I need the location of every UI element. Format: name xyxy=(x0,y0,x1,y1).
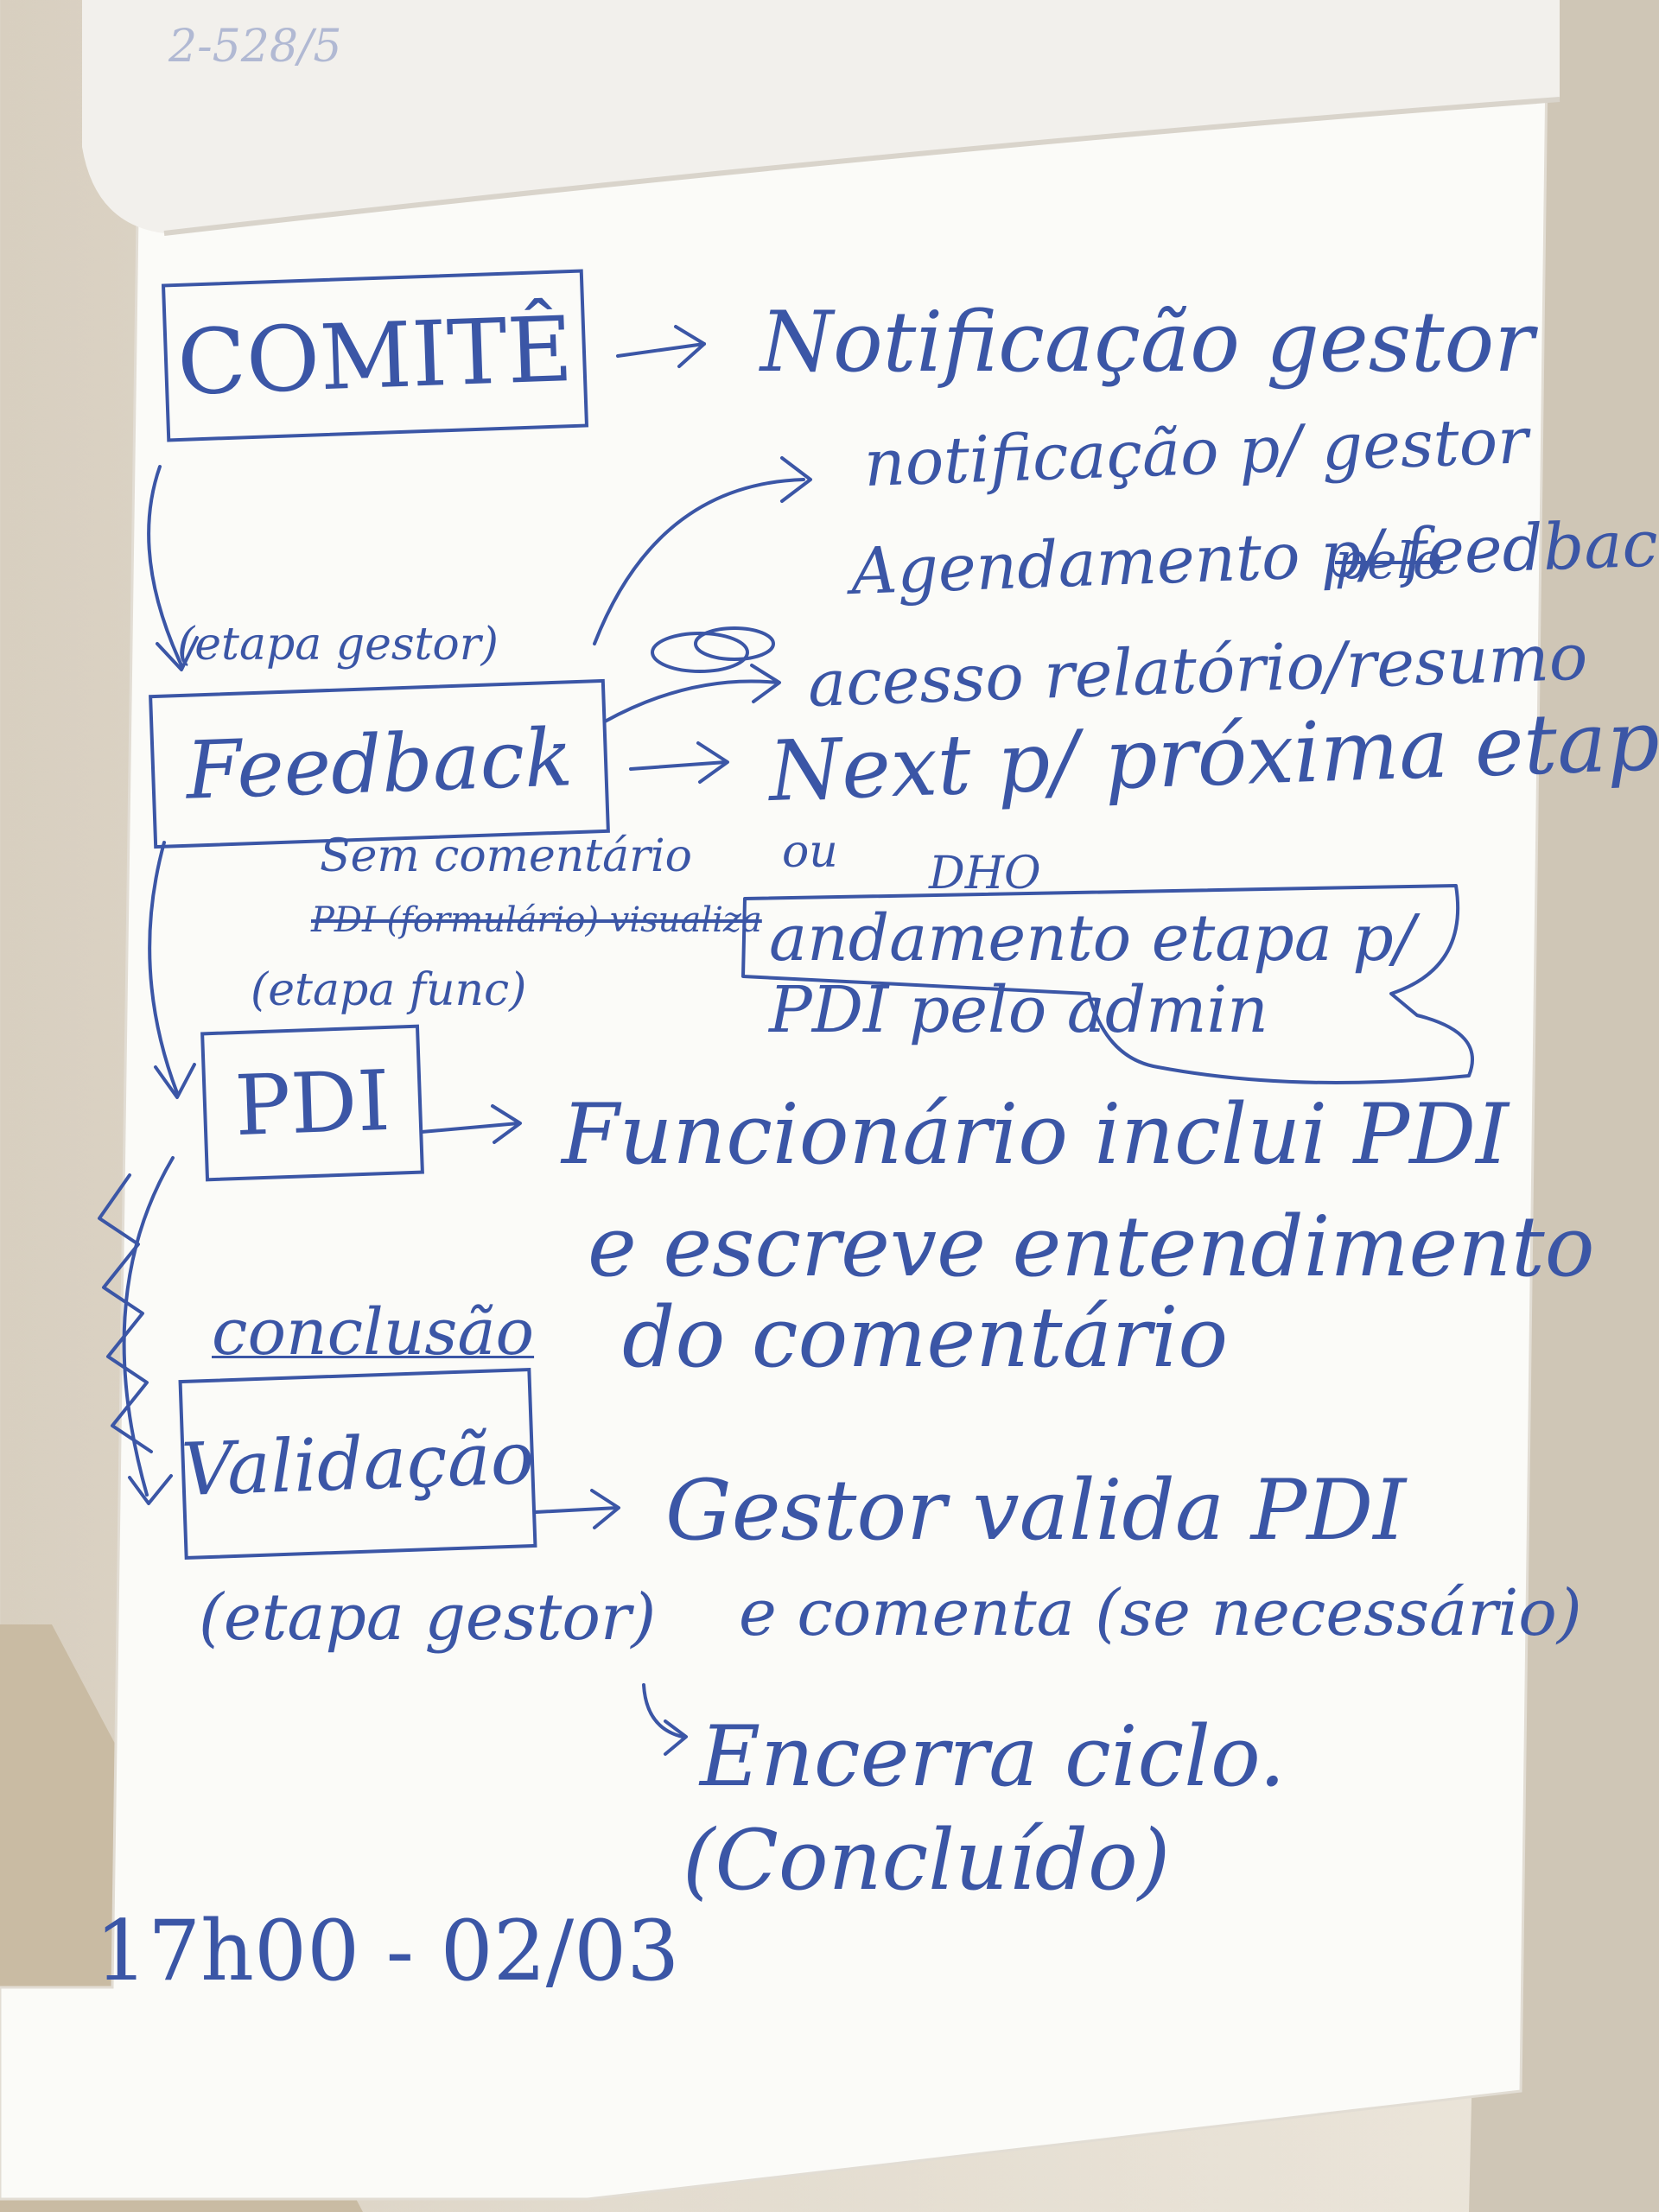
pdi-description-line-3: do comentário xyxy=(622,1289,1229,1386)
pdi-validation-zigzag xyxy=(98,1173,153,1453)
feedback-to-pdi-line xyxy=(148,841,179,1095)
pad-roll-edge xyxy=(163,97,1560,236)
validation-arrow xyxy=(534,1506,620,1514)
validation-arrowhead xyxy=(590,1489,620,1529)
validation-conclusion-note: conclusão xyxy=(212,1295,535,1370)
close-cycle-arrow xyxy=(642,1683,684,1738)
feedback-curve-1-head xyxy=(780,456,812,503)
feedback-struck-note: PDI (formulário) visualiza xyxy=(311,900,762,940)
feedback-box: Feedback xyxy=(149,678,610,849)
feedback-loop-scribble-2 xyxy=(694,626,775,661)
validation-description-line-1: Gestor valida PDI xyxy=(665,1462,1407,1559)
feedback-arrow xyxy=(629,760,728,771)
pdi-arrow xyxy=(420,1122,520,1134)
alternative-box-outline xyxy=(741,884,1474,1084)
top-scribble: 2-528/5 xyxy=(168,21,342,73)
feedback-struck-word: pelo xyxy=(1335,531,1443,590)
pdi-stage-note: (etapa func) xyxy=(251,964,527,1016)
paper-sheet xyxy=(0,67,1548,2201)
feedback-dho: DHO xyxy=(929,848,1041,899)
closing-line-2: (Concluído) xyxy=(683,1812,1171,1909)
closing-line-1: Encerra ciclo. xyxy=(700,1708,1286,1805)
pdi-description-line-1: Funcionário inclui PDI xyxy=(562,1086,1510,1183)
validation-stage-note: (etapa gestor) xyxy=(199,1580,657,1655)
comite-to-feedback-arrowhead xyxy=(156,636,199,671)
comite-to-feedback-line xyxy=(147,465,183,667)
comite-result: Notificação gestor xyxy=(760,294,1535,391)
feedback-curve-2 xyxy=(603,679,779,723)
close-cycle-arrowhead xyxy=(664,1719,688,1756)
pdi-validation-arrowhead xyxy=(128,1474,173,1505)
feedback-arrowhead xyxy=(696,741,729,784)
feedback-curve-2-head xyxy=(750,664,781,703)
feedback-curve-1 xyxy=(593,478,805,645)
pad-roll xyxy=(82,0,1560,233)
comite-box: COMITÊ xyxy=(161,269,589,442)
feedback-to-pdi-arrowhead xyxy=(154,1063,196,1099)
pdi-arrowhead xyxy=(491,1104,522,1144)
validation-description-line-2: e comenta (se necessário) xyxy=(739,1576,1582,1650)
validation-box: Validação xyxy=(178,1367,537,1560)
footer-date: 17h00 - 02/03 xyxy=(95,1903,680,1999)
pdi-box: PDI xyxy=(200,1024,424,1182)
comite-arrow xyxy=(616,342,706,358)
comite-arrowhead xyxy=(674,325,706,368)
feedback-loop-scribble xyxy=(651,632,749,673)
feedback-stage-note: (etapa gestor) xyxy=(177,619,499,671)
feedback-or: ou xyxy=(782,826,838,878)
feedback-no-comment: Sem comentário xyxy=(320,830,692,882)
feedback-alternative-text: andamento etapa p/ PDI pelo admin xyxy=(769,901,1415,1047)
pdi-description-line-2: e escreve entendimento xyxy=(588,1198,1595,1295)
